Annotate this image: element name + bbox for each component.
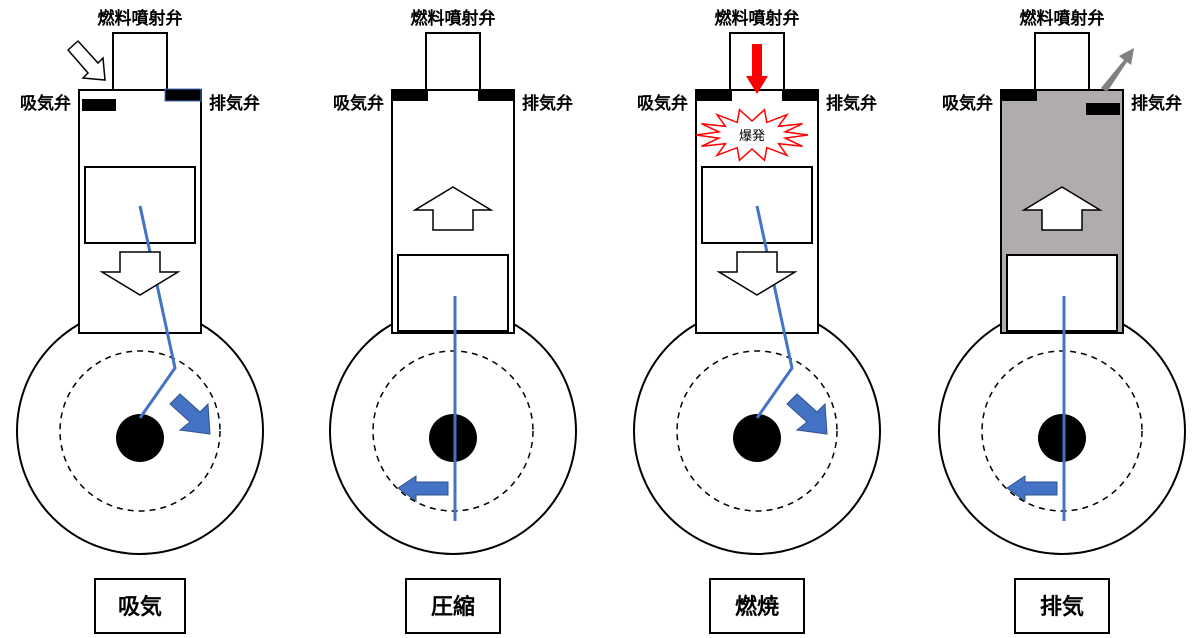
intake-valve-label: 吸気弁 [20, 93, 71, 114]
intake-valve [696, 89, 732, 101]
exhaust-valve-label: 排気弁 [826, 93, 877, 114]
stage-name-label: 燃焼 [735, 594, 779, 620]
explosion-burst [695, 108, 809, 162]
piston [1006, 254, 1118, 332]
crank-rotation-arrow [1006, 475, 1058, 502]
crank-path [676, 350, 838, 512]
fuel-injector-label: 燃料噴射弁 [98, 8, 183, 29]
crankshaft [1038, 414, 1086, 462]
exhaust-valve-label: 排気弁 [1131, 93, 1182, 114]
exhaust-gas-arrow [1101, 48, 1134, 92]
stage-name-label: 吸気 [118, 594, 162, 620]
piston [701, 166, 813, 244]
crank-rotation-arrow [169, 393, 211, 435]
stage-name-label: 圧縮 [431, 594, 475, 620]
fuel-injector-label: 燃料噴射弁 [715, 8, 800, 29]
exhaust-valve-label: 排気弁 [209, 93, 260, 114]
piston-down-arrow [716, 251, 798, 296]
intake-air-arrow [66, 39, 106, 81]
fuel-injector [1034, 32, 1090, 91]
crank-path [372, 350, 534, 512]
crankshaft [733, 414, 781, 462]
exhaust-valve [478, 89, 514, 101]
fuel-injector [425, 32, 481, 91]
piston [397, 254, 509, 332]
fuel-injection-arrow [746, 44, 768, 94]
piston-up-arrow [412, 186, 494, 231]
intake-valve [392, 89, 428, 101]
stage-name-box [1014, 578, 1110, 634]
crank-rotation-arrow [786, 393, 828, 435]
explosion-label: 爆発 [739, 129, 765, 144]
fuel-injector [112, 32, 168, 91]
fuel-injector-label: 燃料噴射弁 [1020, 8, 1105, 29]
piston-down-arrow [99, 251, 181, 296]
intake-valve [1001, 89, 1037, 101]
crank-rotation-arrow [397, 475, 449, 502]
intake-valve [82, 99, 116, 111]
intake-valve-label: 吸気弁 [637, 93, 688, 114]
stage-name-box [405, 578, 501, 634]
piston-up-arrow [1021, 186, 1103, 231]
crankshaft [116, 414, 164, 462]
exhaust-valve [164, 88, 202, 102]
intake-valve-label: 吸気弁 [333, 93, 384, 114]
exhaust-valve-label: 排気弁 [522, 93, 573, 114]
stage-name-box [709, 578, 805, 634]
stage-name-box [94, 578, 186, 634]
crankshaft [429, 414, 477, 462]
fuel-injector-label: 燃料噴射弁 [411, 8, 496, 29]
piston [84, 166, 196, 244]
crank-path [981, 350, 1143, 512]
crank-path [59, 350, 221, 512]
exhaust-valve [1086, 103, 1120, 115]
exhaust-valve [782, 89, 818, 101]
intake-valve-label: 吸気弁 [942, 93, 993, 114]
stage-name-label: 排気 [1040, 594, 1084, 620]
